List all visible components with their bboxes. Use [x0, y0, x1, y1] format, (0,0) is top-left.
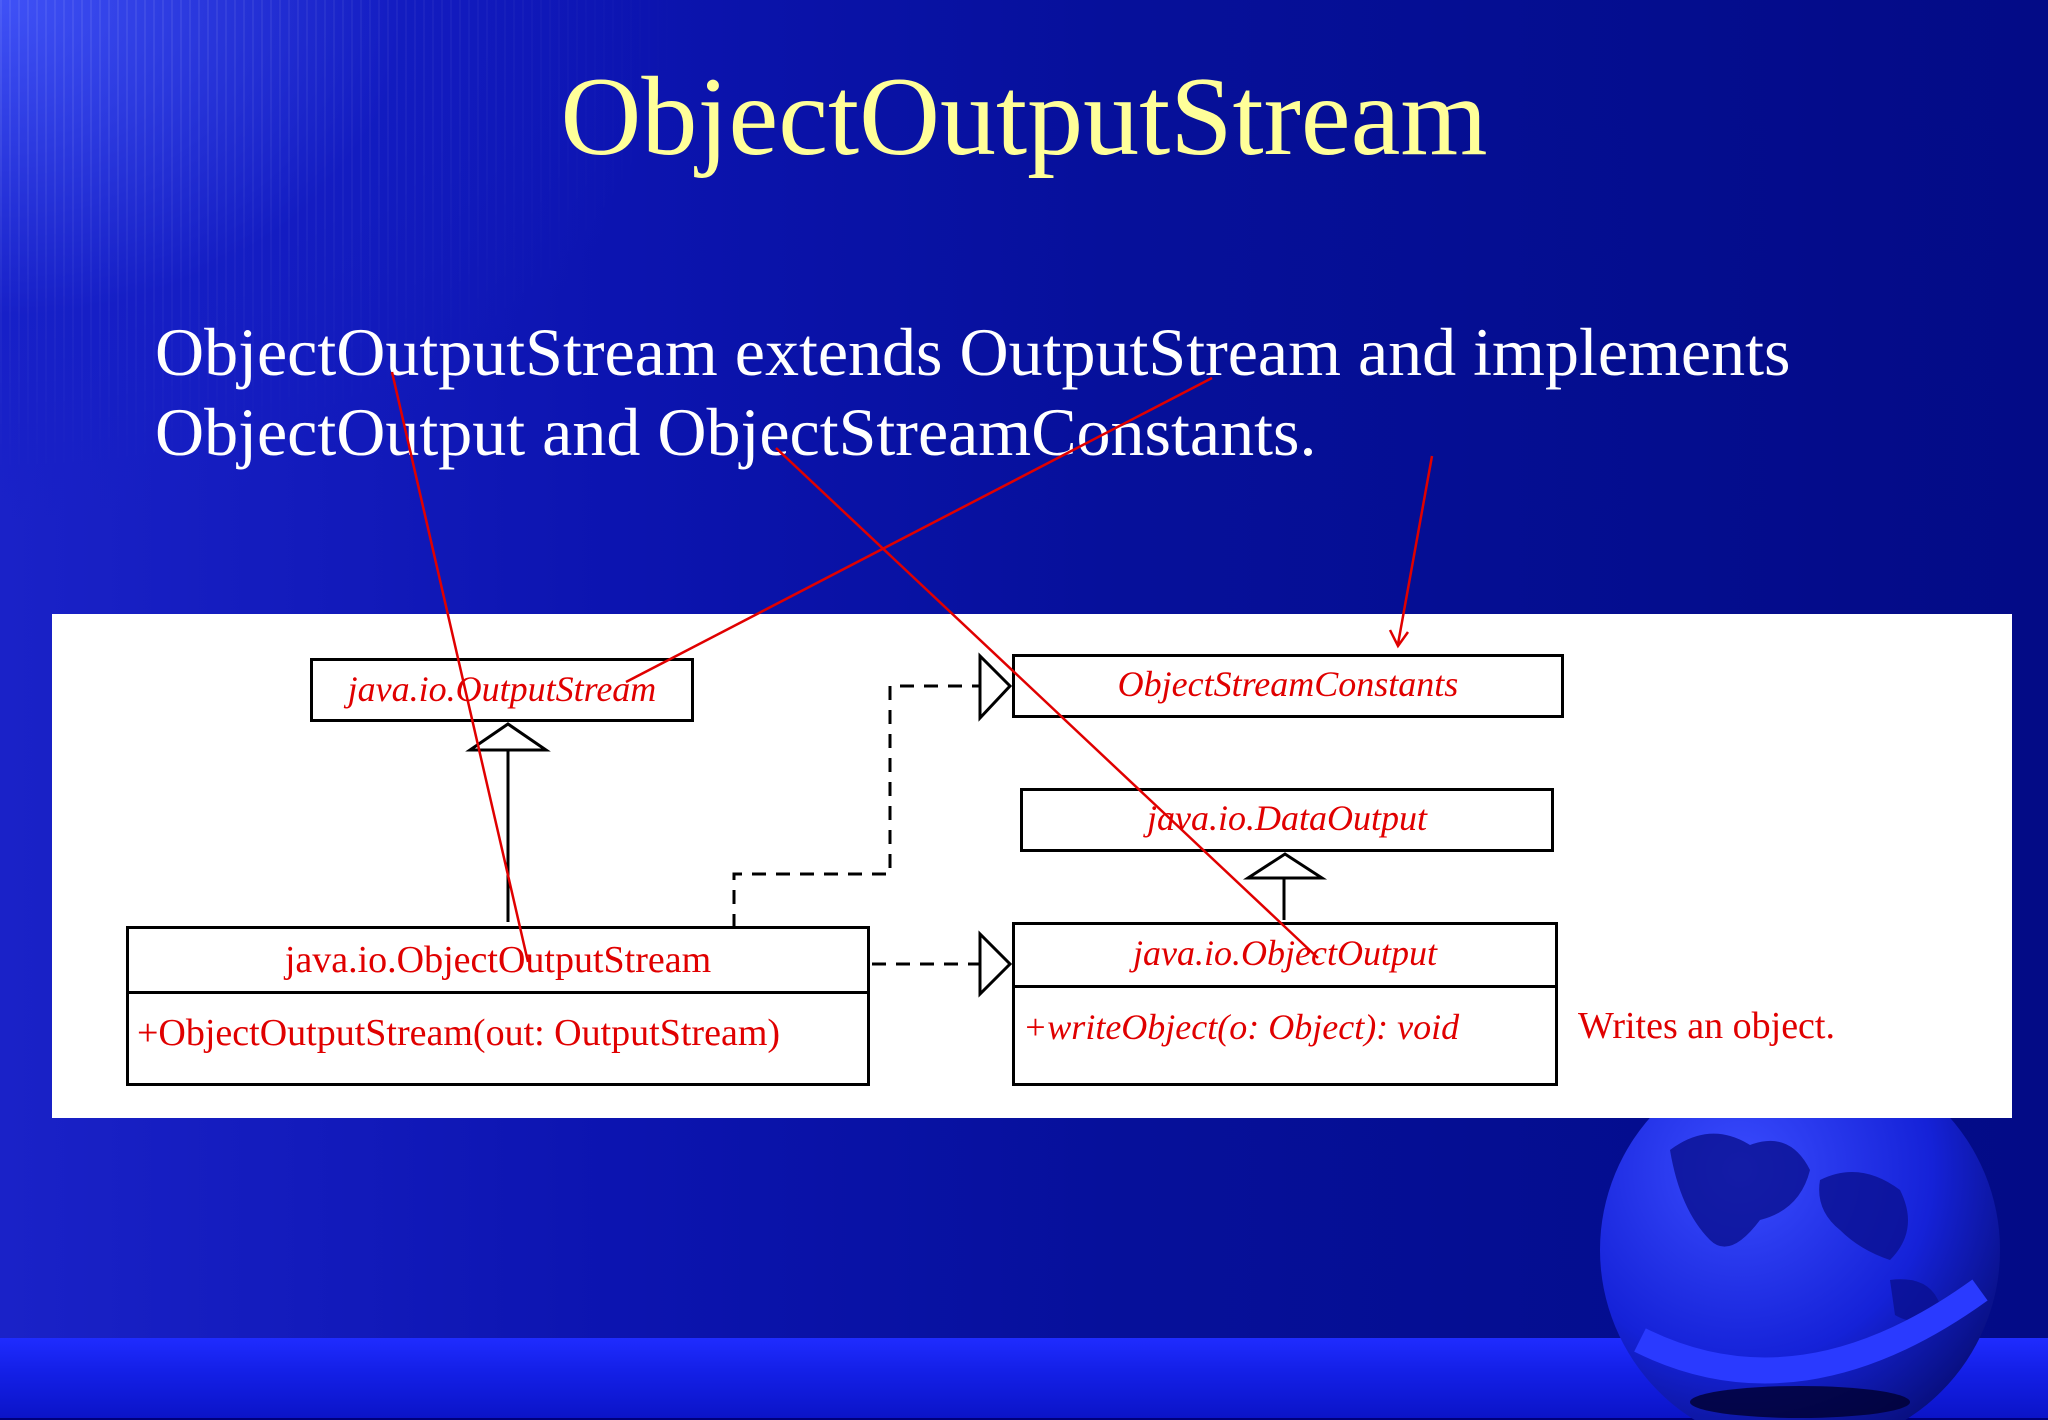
class-box-data-output: java.io.DataOutput — [1020, 788, 1554, 852]
class-name-data-output: java.io.DataOutput — [1147, 798, 1427, 838]
slide-body-text: ObjectOutputStream extends OutputStream … — [155, 312, 2015, 472]
annotation-line-object-output-stream — [390, 371, 530, 963]
class-name-object-stream-constants: ObjectStreamConstants — [1117, 664, 1459, 704]
class-name-object-output-stream: java.io.ObjectOutputStream — [284, 939, 712, 981]
slide-title: ObjectOutputStream — [560, 55, 1488, 179]
class-separator — [129, 991, 867, 994]
realization-line-object-stream-constants — [732, 684, 984, 928]
note-writes-an-object: Writes an object. — [1578, 1005, 1835, 1047]
body-line-1: ObjectOutputStream extends OutputStream … — [155, 314, 1791, 390]
class-box-object-stream-constants: ObjectStreamConstants — [1012, 654, 1564, 718]
inheritance-arrowhead-output-stream — [465, 722, 551, 752]
annotation-line-output-stream — [625, 376, 1213, 684]
realization-arrowhead-object-output — [978, 930, 1013, 998]
class-box-output-stream: java.io.OutputStream — [310, 658, 694, 722]
constructor-object-output-stream: +ObjectOutputStream(out: OutputStream) — [137, 1012, 781, 1054]
uml-connectors — [465, 652, 1328, 998]
realization-arrowhead-object-stream-constants — [978, 652, 1013, 722]
class-name-output-stream: java.io.OutputStream — [347, 669, 657, 709]
class-separator — [1015, 985, 1555, 988]
globe-icon — [1600, 1090, 2000, 1420]
annotation-arrowhead — [1388, 629, 1410, 649]
background-stripes — [0, 0, 1200, 700]
method-write-object: +writeObject(o: Object): void — [1023, 1007, 1460, 1047]
annotation-line-object-stream-constants — [1396, 455, 1434, 645]
inheritance-arrowhead-data-output — [1242, 852, 1328, 880]
uml-diagram-panel: java.io.OutputStream ObjectStreamConstan… — [52, 614, 2012, 1118]
class-box-object-output: java.io.ObjectOutput +writeObject(o: Obj… — [1012, 922, 1558, 1086]
class-box-object-output-stream: java.io.ObjectOutputStream +ObjectOutput… — [126, 926, 870, 1086]
annotation-line-object-output — [775, 447, 1319, 959]
class-name-object-output: java.io.ObjectOutput — [1133, 933, 1437, 973]
body-line-2: ObjectOutput and ObjectStreamConstants. — [155, 394, 1317, 470]
